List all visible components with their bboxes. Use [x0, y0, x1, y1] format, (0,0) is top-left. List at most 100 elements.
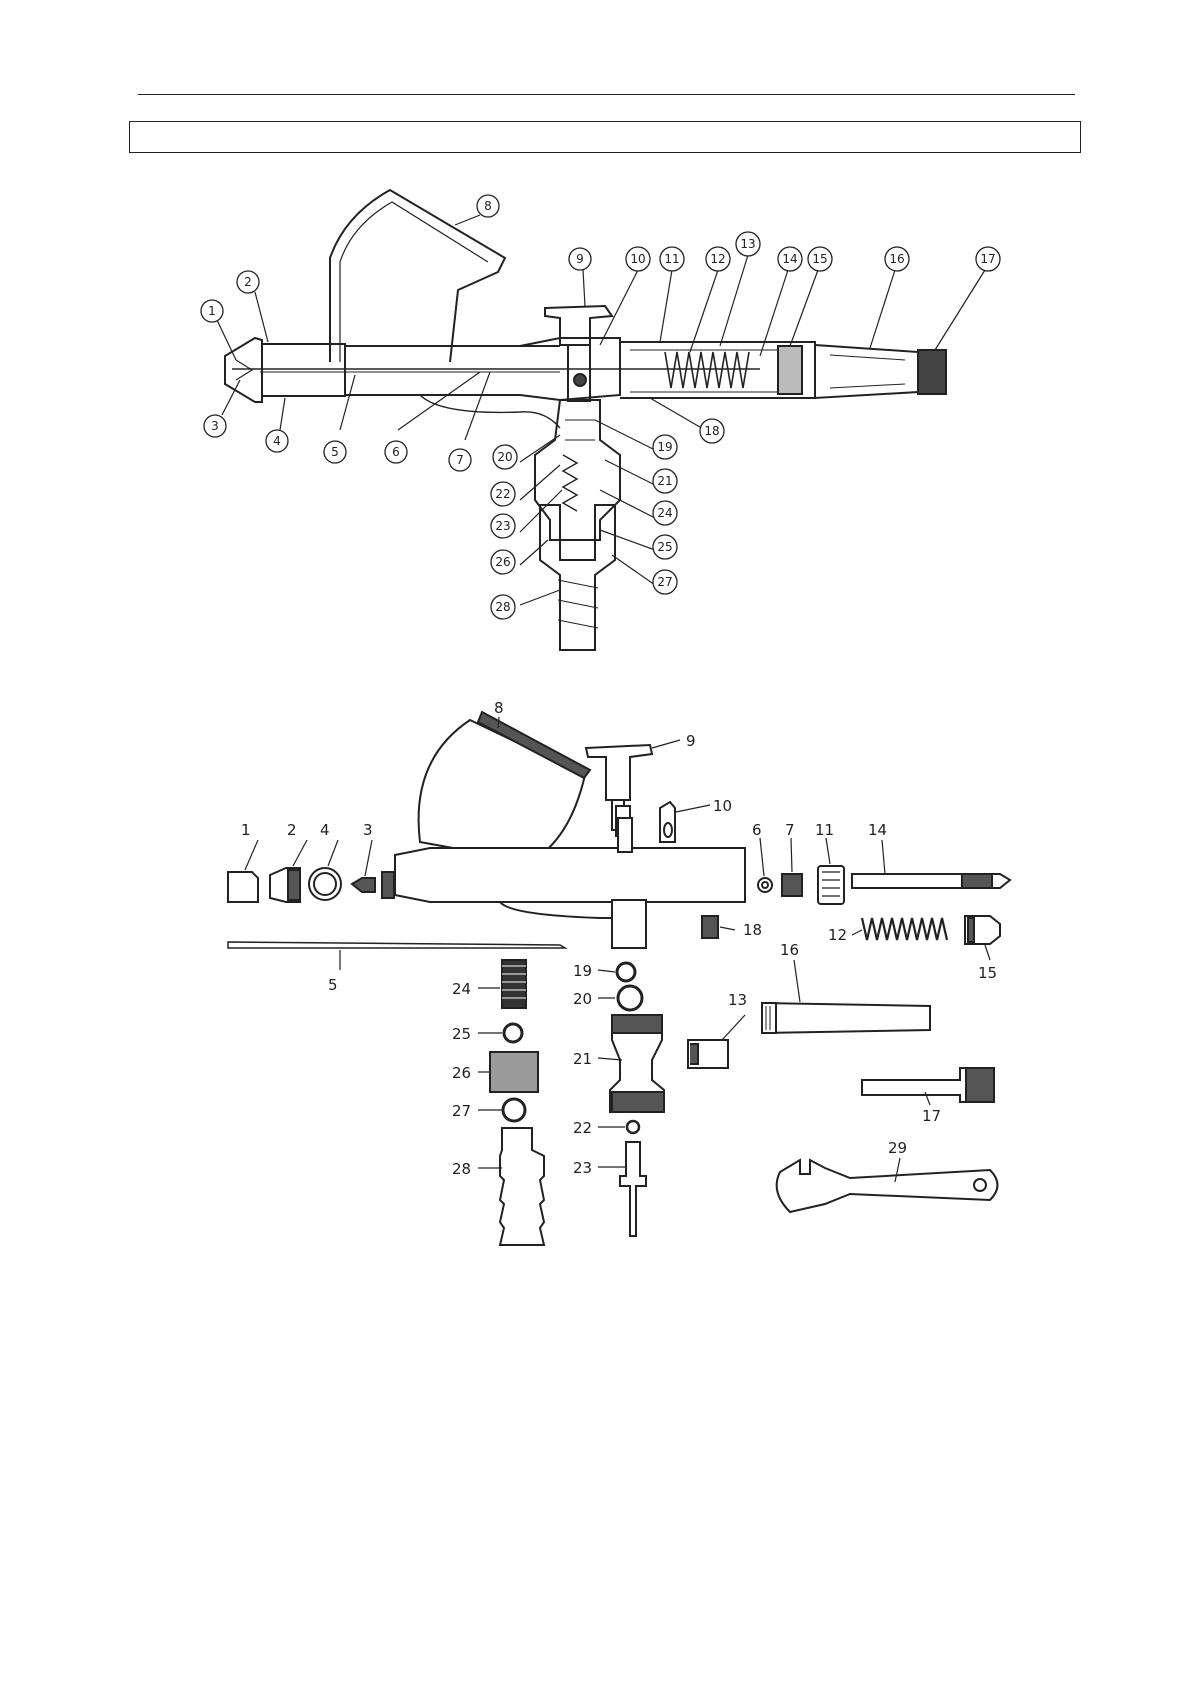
exploded-label: 8	[494, 699, 504, 717]
exploded-label: 26	[452, 1064, 471, 1082]
exploded-label: 29	[888, 1139, 907, 1157]
svg-text:17: 17	[980, 252, 995, 266]
part-27-ring	[503, 1099, 525, 1121]
cutaway-label: 5	[324, 441, 346, 463]
exploded-label: 18	[743, 921, 762, 939]
exploded-label: 15	[978, 964, 997, 982]
part-19-ring	[617, 963, 635, 981]
part-9-trigger	[586, 745, 652, 800]
svg-text:21: 21	[657, 474, 672, 488]
cutaway-rear-cap	[918, 350, 946, 394]
cutaway-label: 25	[653, 535, 677, 559]
cutaway-label: 23	[491, 514, 515, 538]
cutaway-label: 3	[204, 415, 226, 437]
exploded-label: 4	[320, 821, 330, 839]
exploded-label: 25	[452, 1025, 471, 1043]
svg-text:18: 18	[704, 424, 719, 438]
exploded-label: 21	[573, 1050, 592, 1068]
part-16-handle	[762, 1003, 930, 1033]
part-12-spring	[862, 918, 947, 940]
exploded-label: 9	[686, 732, 696, 750]
cutaway-label: 13	[736, 232, 760, 256]
svg-text:13: 13	[740, 237, 755, 251]
cutaway-label: 27	[653, 570, 677, 594]
svg-text:28: 28	[495, 600, 510, 614]
part-23-valve-stem	[620, 1142, 646, 1236]
cutaway-label: 9	[569, 248, 591, 270]
cutaway-label: 18	[700, 419, 724, 443]
cutaway-label: 24	[653, 501, 677, 525]
exploded-label: 7	[785, 821, 795, 839]
part-25-clip	[504, 1024, 522, 1042]
exploded-label: 12	[828, 926, 847, 944]
exploded-label: 5	[328, 976, 338, 994]
cutaway-label: 12	[706, 247, 730, 271]
exploded-label: 14	[868, 821, 887, 839]
cutaway-label: 4	[266, 430, 288, 452]
svg-text:16: 16	[889, 252, 904, 266]
part-3-nozzle	[352, 878, 375, 892]
part-29-wrench	[777, 1160, 998, 1212]
exploded-label: 28	[452, 1160, 471, 1178]
cutaway-label: 1	[201, 300, 223, 322]
exploded-label: 1	[241, 821, 251, 839]
part-body-valve-mount	[612, 900, 646, 948]
exploded-label: 6	[752, 821, 762, 839]
svg-text:20: 20	[497, 450, 512, 464]
exploded-label: 2	[287, 821, 297, 839]
part-26-filter	[490, 1052, 538, 1092]
cutaway-label: 11	[660, 247, 684, 271]
exploded-label: 10	[713, 797, 732, 815]
svg-text:22: 22	[495, 487, 510, 501]
exploded-label: 20	[573, 990, 592, 1008]
svg-text:26: 26	[495, 555, 510, 569]
part-20-ring	[618, 986, 642, 1010]
svg-text:27: 27	[657, 575, 672, 589]
svg-text:12: 12	[710, 252, 725, 266]
cutaway-spring	[665, 352, 749, 388]
exploded-label: 19	[573, 962, 592, 980]
svg-text:25: 25	[657, 540, 672, 554]
cutaway-handle	[815, 345, 918, 398]
svg-text:8: 8	[484, 199, 492, 213]
svg-text:9: 9	[576, 252, 584, 266]
exploded-label: 27	[452, 1102, 471, 1120]
svg-text:5: 5	[331, 445, 339, 459]
cutaway-knurled-ring	[778, 346, 802, 394]
cutaway-label: 16	[885, 247, 909, 271]
part-6-ring	[758, 878, 772, 892]
cutaway-label: 20	[493, 445, 517, 469]
cutaway-label: 21	[653, 469, 677, 493]
exploded-view	[228, 712, 1010, 1245]
part-body	[395, 848, 745, 902]
svg-text:11: 11	[664, 252, 679, 266]
cutaway-label: 15	[808, 247, 832, 271]
exploded-label: 3	[363, 821, 373, 839]
exploded-label: 24	[452, 980, 471, 998]
cutaway-label: 14	[778, 247, 802, 271]
exploded-label: 17	[922, 1107, 941, 1125]
cutaway-label: 7	[449, 449, 471, 471]
svg-text:15: 15	[812, 252, 827, 266]
cutaway-label: 6	[385, 441, 407, 463]
cutaway-label: 22	[491, 482, 515, 506]
cutaway-label: 2	[237, 271, 259, 293]
svg-text:2: 2	[244, 275, 252, 289]
svg-text:6: 6	[392, 445, 400, 459]
part-7-insert	[782, 874, 802, 896]
exploded-label: 11	[815, 821, 834, 839]
svg-text:24: 24	[657, 506, 672, 520]
svg-text:3: 3	[211, 419, 219, 433]
svg-text:14: 14	[782, 252, 797, 266]
exploded-label: 13	[728, 991, 747, 1009]
svg-text:4: 4	[273, 434, 281, 448]
exploded-label: 22	[573, 1119, 592, 1137]
svg-text:10: 10	[630, 252, 645, 266]
svg-text:19: 19	[657, 440, 672, 454]
cutaway-label: 8	[477, 195, 499, 217]
svg-text:23: 23	[495, 519, 510, 533]
cutaway-label: 10	[626, 247, 650, 271]
cutaway-label: 26	[491, 550, 515, 574]
cutaway-front-body	[262, 344, 345, 396]
